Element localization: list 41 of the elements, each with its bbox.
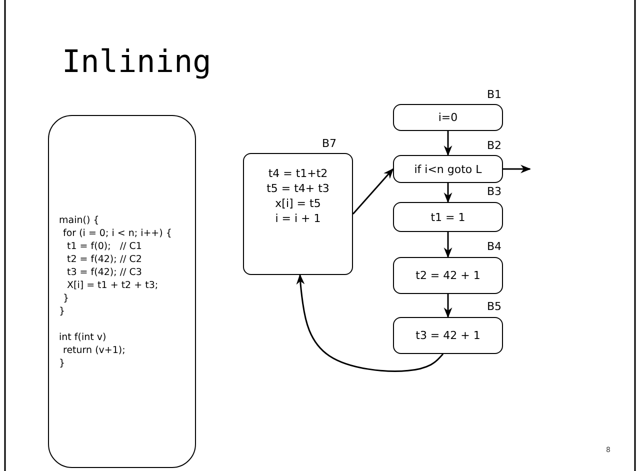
- code-line: t3 = f(42); // C3: [67, 266, 142, 278]
- arrow: [444, 294, 452, 318]
- basic-block-box: [243, 153, 353, 275]
- code-line: }: [63, 292, 70, 304]
- basic-block-box: [393, 155, 503, 183]
- code-box: [48, 115, 196, 468]
- block-label: B4: [487, 240, 502, 253]
- code-line: t1 = 1: [430, 210, 466, 224]
- code-line: int f(int v): [59, 330, 106, 344]
- basic-block-box: [393, 317, 503, 354]
- code-line: i = i + 1: [275, 211, 321, 226]
- code-line: t1 = f(0); // C1: [67, 240, 142, 252]
- code-line: return (v+1);: [63, 344, 126, 356]
- arrow: [444, 183, 452, 204]
- code-line: t3 = 42 + 1: [416, 329, 480, 342]
- code-line: }: [59, 356, 66, 370]
- code-line: X[i] = t1 + t2 + t3;: [67, 278, 158, 292]
- arrow: [444, 131, 452, 156]
- code-line: }: [59, 304, 66, 318]
- code-line: for (i = 0; i < n; i++) {: [63, 226, 172, 240]
- basic-block-box: [393, 104, 503, 131]
- code-line: i=0: [438, 111, 458, 124]
- arrow: [503, 164, 532, 174]
- basic-block-box: [393, 202, 503, 232]
- block-label: B2: [487, 139, 502, 152]
- arrow: [444, 232, 452, 258]
- code-line: t2 = f(42); // C2: [67, 252, 142, 266]
- block-label: B3: [487, 185, 502, 198]
- slide-title: Inlining: [62, 44, 212, 80]
- code-line: if i<n goto L: [414, 162, 482, 176]
- code-line: t4 = t1+t2: [268, 166, 328, 181]
- block-label: B7: [322, 137, 337, 150]
- block-label: B1: [487, 88, 502, 101]
- arrow: [352, 168, 394, 214]
- arrow: [296, 274, 444, 372]
- code-line: x[i] = t5: [275, 196, 321, 211]
- code-line: main() {: [59, 214, 100, 226]
- block-label: B5: [487, 300, 502, 313]
- code-line: t2 = 42 + 1: [416, 269, 480, 282]
- code-line: t5 = t4+ t3: [266, 181, 330, 196]
- basic-block-box: [393, 257, 503, 294]
